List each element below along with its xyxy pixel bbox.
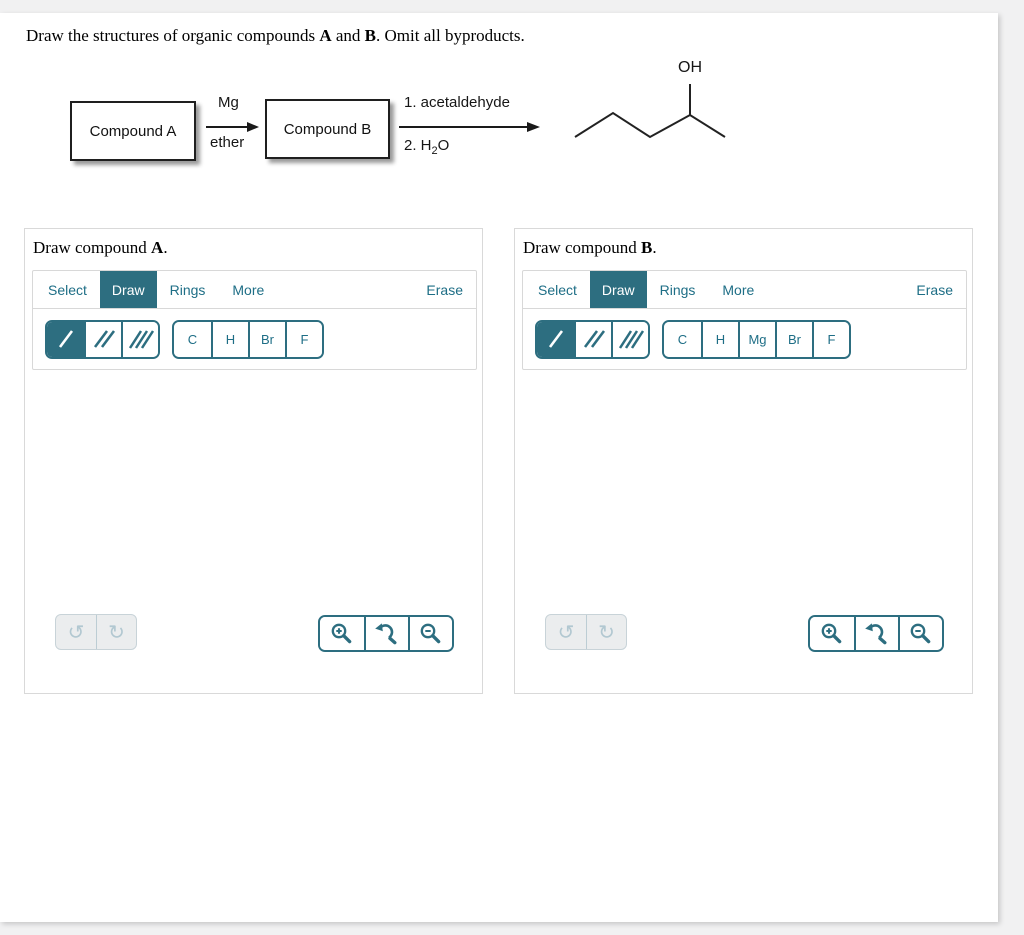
double-bond-icon bbox=[93, 330, 116, 348]
undo-icon: ↺ bbox=[557, 620, 575, 644]
tab-draw[interactable]: Draw bbox=[99, 271, 157, 308]
tab-rings[interactable]: Rings bbox=[169, 281, 206, 298]
triple-bond-button[interactable] bbox=[611, 322, 648, 357]
undo-icon: ↺ bbox=[67, 620, 85, 644]
single-bond-button[interactable] bbox=[47, 322, 84, 357]
tab-draw[interactable]: Draw bbox=[589, 271, 647, 308]
sketch-toolbar: Select Draw Rings More Erase bbox=[32, 270, 477, 370]
single-bond-button[interactable] bbox=[537, 322, 574, 357]
redo-button[interactable]: ↻ bbox=[96, 615, 136, 649]
double-bond-button[interactable] bbox=[84, 322, 121, 357]
triple-bond-button[interactable] bbox=[121, 322, 158, 357]
zoom-out-button[interactable] bbox=[898, 617, 942, 650]
step2-water-label: 2. H2O bbox=[404, 137, 450, 157]
redo-icon: ↻ bbox=[598, 620, 615, 644]
compound-b-box: Compound B bbox=[265, 99, 390, 159]
zoom-in-button[interactable] bbox=[810, 617, 854, 650]
sketch-toolbar: Select Draw Rings More Erase bbox=[522, 270, 967, 370]
prompt-text: Draw the structures of organic compounds bbox=[26, 26, 320, 45]
compound-b-letter: B bbox=[364, 26, 377, 45]
zoom-in-button[interactable] bbox=[320, 617, 364, 650]
zoom-button-group bbox=[808, 615, 944, 652]
hydroxyl-label: OH bbox=[678, 59, 702, 76]
tab-more[interactable]: More bbox=[232, 281, 265, 298]
toolbar-tabs: Select Draw Rings More Erase bbox=[33, 271, 476, 309]
step1-acetaldehyde-label: 1. acetaldehyde bbox=[404, 94, 510, 111]
draw-compound-a-panel: Draw compound A. Select Draw Rings More … bbox=[24, 228, 483, 694]
element-c-button[interactable]: C bbox=[174, 322, 211, 357]
question-prompt: Draw the structures of organic compounds… bbox=[26, 26, 525, 45]
element-h-button[interactable]: H bbox=[701, 322, 738, 357]
compound-a-letter: A bbox=[319, 26, 332, 45]
drawing-canvas[interactable] bbox=[26, 370, 481, 610]
toolbar-tabs: Select Draw Rings More Erase bbox=[523, 271, 966, 309]
element-br-button[interactable]: Br bbox=[775, 322, 812, 357]
tab-more[interactable]: More bbox=[722, 281, 755, 298]
bond-button-group bbox=[535, 320, 650, 359]
redo-button[interactable]: ↻ bbox=[586, 615, 626, 649]
zoom-out-icon bbox=[910, 623, 931, 643]
undo-redo-group: ↺ ↻ bbox=[545, 614, 627, 650]
single-bond-icon bbox=[548, 330, 563, 348]
redo-icon: ↻ bbox=[108, 620, 125, 644]
element-c-button[interactable]: C bbox=[664, 322, 701, 357]
element-mg-button[interactable]: Mg bbox=[738, 322, 775, 357]
triple-bond-icon bbox=[128, 330, 155, 349]
zoom-reset-icon bbox=[375, 622, 397, 644]
zoom-in-icon bbox=[821, 623, 842, 643]
undo-button[interactable]: ↺ bbox=[56, 615, 96, 649]
single-bond-icon bbox=[58, 330, 73, 348]
double-bond-icon bbox=[583, 330, 606, 348]
tab-select[interactable]: Select bbox=[48, 281, 87, 298]
solvent-ether-label: ether bbox=[210, 134, 245, 151]
toolbar-buttons: C H Br F bbox=[33, 309, 476, 369]
zoom-button-group bbox=[318, 615, 454, 652]
tab-rings[interactable]: Rings bbox=[659, 281, 696, 298]
panel-b-heading: Draw compound B. bbox=[523, 238, 657, 257]
element-h-button[interactable]: H bbox=[211, 322, 248, 357]
element-f-button[interactable]: F bbox=[812, 322, 849, 357]
triple-bond-icon bbox=[618, 330, 645, 349]
erase-button[interactable]: Erase bbox=[426, 281, 463, 298]
undo-button[interactable]: ↺ bbox=[546, 615, 586, 649]
drawing-canvas[interactable] bbox=[516, 370, 971, 610]
erase-button[interactable]: Erase bbox=[916, 281, 953, 298]
zoom-reset-button[interactable] bbox=[364, 617, 408, 650]
element-f-button[interactable]: F bbox=[285, 322, 322, 357]
zoom-reset-icon bbox=[865, 622, 887, 644]
zoom-out-icon bbox=[420, 623, 441, 643]
element-button-group: C H Mg Br F bbox=[662, 320, 851, 359]
element-button-group: C H Br F bbox=[172, 320, 324, 359]
undo-redo-group: ↺ ↻ bbox=[55, 614, 137, 650]
zoom-reset-button[interactable] bbox=[854, 617, 898, 650]
compound-a-box: Compound A bbox=[70, 101, 196, 161]
zoom-out-button[interactable] bbox=[408, 617, 452, 650]
bond-button-group bbox=[45, 320, 160, 359]
panel-a-heading: Draw compound A. bbox=[33, 238, 168, 257]
double-bond-button[interactable] bbox=[574, 322, 611, 357]
tab-select[interactable]: Select bbox=[538, 281, 577, 298]
element-br-button[interactable]: Br bbox=[248, 322, 285, 357]
draw-compound-b-panel: Draw compound B. Select Draw Rings More … bbox=[514, 228, 973, 694]
toolbar-buttons: C H Mg Br F bbox=[523, 309, 966, 369]
zoom-in-icon bbox=[331, 623, 352, 643]
reagent-mg-label: Mg bbox=[218, 94, 239, 111]
